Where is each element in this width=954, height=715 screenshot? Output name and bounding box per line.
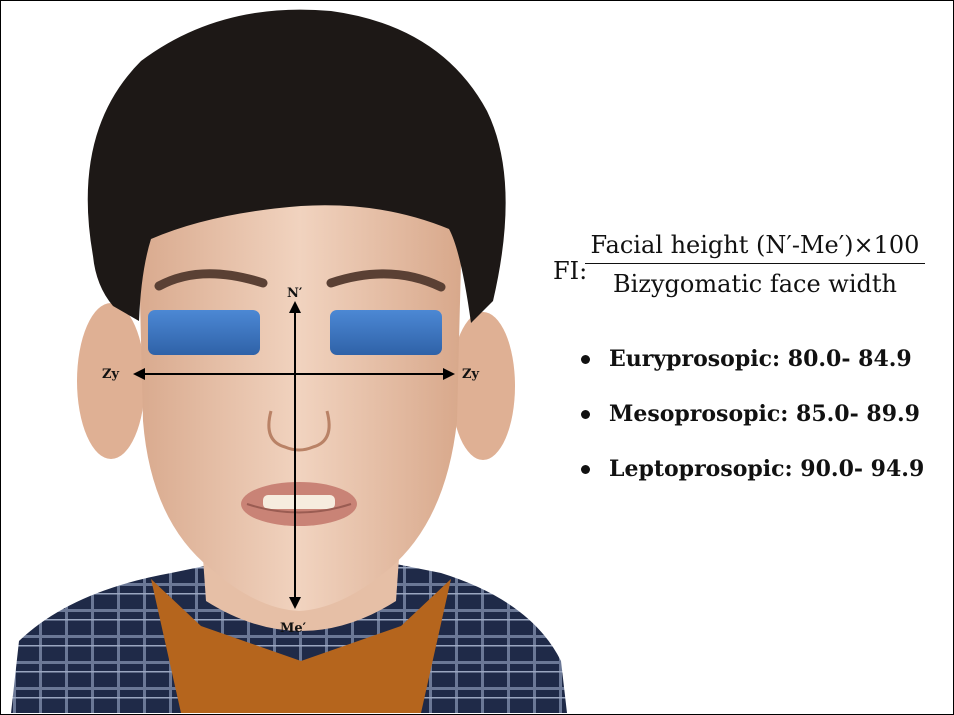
facial-index-formula: FI: Facial height (N′-Me′)×100 Bizygomat…: [553, 229, 943, 309]
fraction-bar: [585, 263, 925, 264]
right-ear: [451, 312, 515, 460]
menton-label: Me′: [280, 622, 306, 635]
list-item: Leptoprosopic: 90.0- 94.9: [579, 455, 924, 510]
category-leptoprosopic: Leptoprosopic: 90.0- 94.9: [609, 456, 924, 482]
list-item: Euryprosopic: 80.0- 84.9: [579, 345, 924, 400]
formula-denominator: Bizygomatic face width: [585, 268, 925, 300]
zygion-right-label: Zy: [462, 368, 479, 381]
bullet-icon: [581, 465, 590, 474]
formula-fraction: Facial height (N′-Me′)×100 Bizygomatic f…: [585, 229, 925, 300]
category-euryprosopic: Euryprosopic: 80.0- 84.9: [609, 346, 912, 372]
list-item: Mesoprosopic: 85.0- 89.9: [579, 400, 924, 455]
zygion-left-label: Zy: [102, 368, 119, 381]
bullet-icon: [581, 355, 590, 364]
formula-label: FI:: [553, 257, 587, 285]
nasion-label: N′: [287, 287, 302, 300]
right-eye-mask: [330, 310, 442, 355]
formula-numerator: Facial height (N′-Me′)×100: [585, 229, 925, 261]
category-mesoprosopic: Mesoprosopic: 85.0- 89.9: [609, 401, 920, 427]
classification-list: Euryprosopic: 80.0- 84.9 Mesoprosopic: 8…: [579, 345, 924, 510]
left-eye-mask: [148, 310, 260, 355]
bullet-icon: [581, 410, 590, 419]
